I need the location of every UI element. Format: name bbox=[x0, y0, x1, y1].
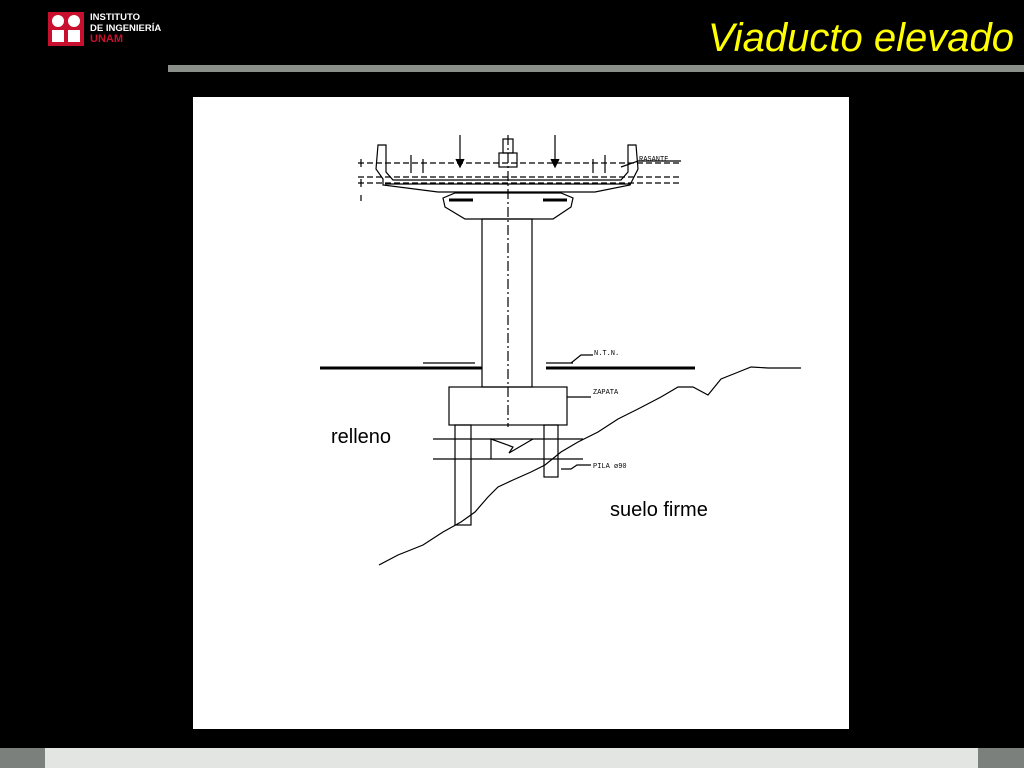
zapata-label: ZAPATA bbox=[593, 389, 619, 397]
title-underline-bar bbox=[168, 65, 1024, 72]
footer-right-block bbox=[978, 748, 1024, 768]
footing bbox=[448, 386, 568, 426]
footer-middle-block bbox=[45, 748, 978, 768]
footer-left-block bbox=[0, 748, 45, 768]
footer-bar bbox=[0, 748, 1024, 768]
pila-label: PILA ø90 bbox=[593, 463, 627, 471]
rasante-label: RASANTE bbox=[639, 156, 668, 164]
logo-mark-icon bbox=[48, 12, 84, 46]
pile-right bbox=[543, 424, 559, 478]
slide-title: Viaducto elevado bbox=[707, 16, 1014, 60]
diagram-panel: RASANTE N.T.N. ZAPATA PILA ø90 relleno s… bbox=[193, 97, 849, 729]
pier-cap bbox=[442, 192, 574, 220]
pile-left bbox=[454, 424, 472, 526]
logo-line-3: UNAM bbox=[90, 33, 123, 45]
rasante-leader bbox=[620, 160, 681, 168]
relleno-label: relleno bbox=[331, 426, 392, 448]
logo-line-1: INSTITUTO bbox=[90, 12, 140, 23]
logo-line-2: DE INGENIERÍA bbox=[90, 23, 162, 34]
ntn-leader bbox=[570, 354, 593, 364]
ntn-label: N.T.N. bbox=[594, 350, 619, 358]
break-zigzag bbox=[490, 438, 534, 459]
suelo-firme-label: suelo firme bbox=[610, 499, 708, 521]
deck-outline bbox=[375, 144, 639, 193]
pier-column bbox=[481, 218, 533, 388]
viaduct-drawing: RASANTE N.T.N. ZAPATA PILA ø90 bbox=[320, 135, 801, 566]
load-arrow-left-head bbox=[455, 158, 465, 169]
terrain-slope bbox=[378, 366, 801, 566]
logo-text: INSTITUTO DE INGENIERÍA UNAM bbox=[90, 12, 161, 45]
institute-logo: INSTITUTO DE INGENIERÍA UNAM bbox=[48, 12, 178, 48]
pila-leader bbox=[561, 464, 591, 470]
load-arrow-right-head bbox=[550, 158, 560, 169]
